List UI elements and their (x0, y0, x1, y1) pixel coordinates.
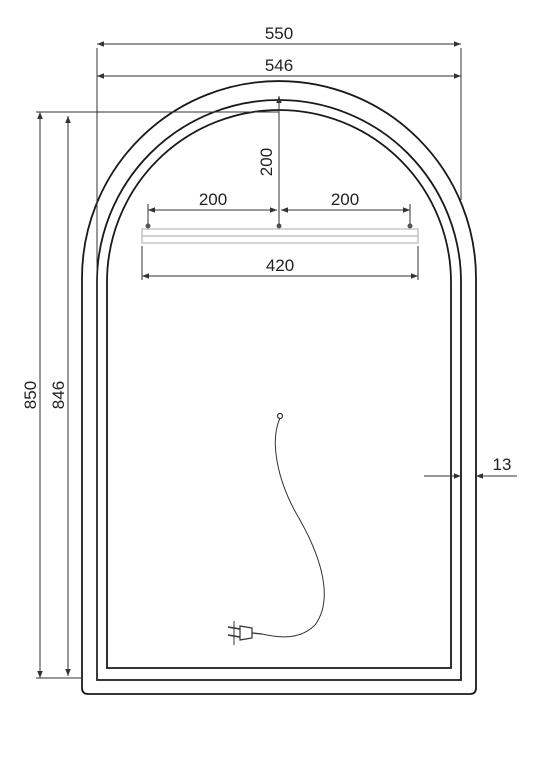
mount-point-right (407, 223, 413, 229)
mirror-glass-edge (106, 109, 452, 669)
dimension-right-span: 200 (281, 190, 411, 224)
dimension-light-length-label: 420 (266, 256, 294, 275)
dimension-total-width: 550 (96, 24, 462, 680)
dimension-inner-width: 546 (97, 56, 461, 79)
dimension-inner-height-label: 846 (49, 381, 68, 409)
dimension-left-span: 200 (147, 190, 277, 224)
dimension-top-offset-label: 200 (257, 148, 276, 176)
power-plug-icon (227, 621, 263, 645)
power-cable (227, 412, 325, 645)
mount-point-left (145, 223, 151, 229)
dimension-top-offset: 200 (257, 96, 282, 226)
dimension-right-span-label: 200 (331, 190, 359, 209)
dimension-inner-width-label: 546 (265, 56, 293, 75)
dimension-light-length: 420 (141, 246, 419, 280)
mirror-outline (81, 80, 477, 695)
outer-frame (81, 80, 477, 695)
dimension-inner-height: 846 (49, 116, 71, 676)
dimension-total-height-label: 850 (21, 381, 40, 409)
dimension-total-height: 850 (21, 111, 279, 679)
dimension-left-span-label: 200 (199, 190, 227, 209)
light-strip (141, 223, 419, 244)
dimension-total-width-label: 550 (265, 24, 293, 43)
dimension-frame-depth-label: 13 (493, 455, 512, 474)
frame-rim (96, 99, 462, 681)
dimension-frame-depth: 13 (424, 455, 517, 479)
